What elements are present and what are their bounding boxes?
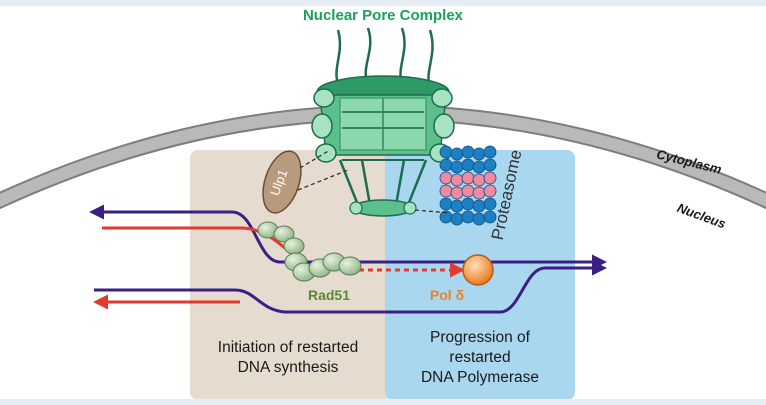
proteasome-subunit — [483, 184, 497, 198]
proteasome-subunit — [472, 212, 486, 226]
proteasome-subunit — [439, 171, 453, 185]
rad51-label: Rad51 — [308, 287, 350, 303]
rad51-filament — [257, 221, 362, 282]
left-caption-line-2: DNA synthesis — [238, 359, 339, 376]
proteasome-subunit — [483, 197, 497, 211]
proteasome-subunit — [450, 173, 464, 187]
proteasome-subunit — [472, 173, 486, 187]
ulp1-complex — [262, 149, 349, 214]
proteasome-subunit — [450, 212, 464, 226]
proteasome-subunit — [439, 145, 453, 159]
proteasome-subunit — [483, 145, 497, 159]
proteasome-subunit — [439, 184, 453, 198]
bottom-strip — [0, 399, 766, 405]
proteasome-subunit — [450, 199, 464, 213]
proteasome-subunit — [483, 210, 497, 224]
pol-delta-enzyme — [462, 254, 494, 286]
nucleus-label: Nucleus — [675, 200, 728, 231]
proteasome-subunit — [461, 158, 475, 172]
pol-delta-label: Pol δ — [430, 287, 464, 303]
proteasome-subunit — [450, 160, 464, 174]
proteasome-subunit — [472, 186, 486, 200]
proteasome-subunit — [472, 160, 486, 174]
proteasome-subunit — [461, 184, 475, 198]
left-panel — [190, 150, 390, 400]
proteasome-complex — [439, 145, 497, 226]
right-caption-line-1: Progression of — [430, 329, 531, 346]
proteasome-subunit — [439, 158, 453, 172]
proteasome-subunit — [450, 147, 464, 161]
right-caption-line-2: restarted — [449, 349, 510, 366]
proteasome-subunit — [439, 197, 453, 211]
proteasome-subunit — [461, 210, 475, 224]
proteasome-subunit — [461, 145, 475, 159]
title-label: Nuclear Pore Complex — [303, 7, 464, 24]
proteasome-subunit — [450, 186, 464, 200]
proteasome-subunit — [483, 158, 497, 172]
proteasome-subunit — [461, 197, 475, 211]
right-caption-line-3: DNA Polymerase — [421, 369, 539, 386]
proteasome-subunit — [483, 171, 497, 185]
proteasome-subunit — [461, 171, 475, 185]
proteasome-link — [414, 209, 451, 214]
proteasome-subunit — [472, 199, 486, 213]
proteasome-subunit — [472, 147, 486, 161]
top-strip — [0, 0, 766, 6]
left-caption-line-1: Initiation of restarted — [218, 339, 358, 356]
